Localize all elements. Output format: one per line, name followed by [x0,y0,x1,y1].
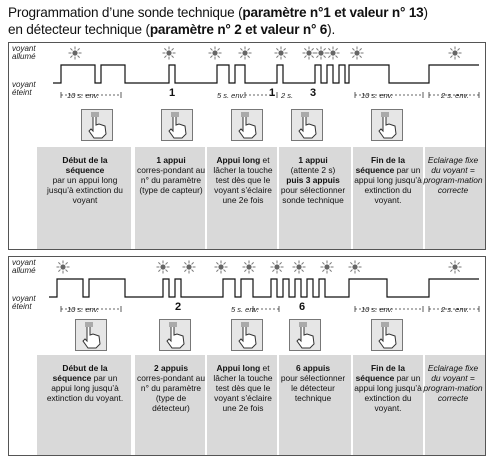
led-flash-icon [326,46,340,60]
page-title: Programmation d’une sonde technique (par… [8,4,488,38]
led-flash-icon [274,46,288,60]
step-column [279,147,351,249]
hand-press-icon [371,109,403,141]
time-label: 5 s. env. [231,305,259,314]
step-description: Appui long et lâcher la touche test dès … [213,363,273,413]
hand-press-icon [159,319,191,351]
hand-press-icon [231,319,263,351]
time-label: 2 s. [281,91,294,100]
duration-arrow [252,306,280,312]
led-flash-icon [56,260,70,274]
step-description: Fin de la séquence par un appui long jus… [354,363,422,413]
time-label: 10 s. env. [361,305,393,314]
duration-arrow [244,92,278,98]
time-label: 2 s. env. [441,305,469,314]
step-description: Eclairage fixe du voyant = program-matio… [423,363,483,403]
led-flash-icon [242,260,256,274]
time-label: 10 s. env. [67,305,99,314]
led-flash-icon [156,260,170,274]
press-count: 6 [299,301,306,313]
led-flash-icon [320,260,334,274]
hand-press-icon [161,109,193,141]
title-line-1: Programmation d’une sonde technique (par… [8,5,428,20]
led-flash-icon [214,260,228,274]
step-column [135,355,205,455]
duration-arrow [60,306,122,312]
press-count: 1 [269,87,276,99]
step-column [279,355,351,455]
hand-press-icon [81,109,113,141]
step-description: 1 appui(attente 2 s)puis 3 appuis pour s… [280,155,346,205]
hand-press-icon [371,319,403,351]
step-column [135,147,205,249]
duration-arrow [428,306,480,312]
led-flash-icon [68,46,82,60]
step-column [37,355,131,455]
step-column [37,147,131,249]
step-description: Eclairage fixe du voyant = program-matio… [423,155,483,195]
led-flash-icon [348,260,362,274]
step-column [425,147,485,249]
step-column [207,147,277,249]
led-flash-icon [208,46,222,60]
led-signal-line [49,278,479,298]
step-column [207,355,277,455]
led-flash-icon [182,260,196,274]
led-flash-icon [448,46,462,60]
led-flash-icon [302,46,316,60]
timing-diagram [37,260,485,455]
step-column [353,355,423,455]
step-column [353,147,423,249]
time-label: 10 s. env. [67,91,99,100]
led-flash-icon [270,260,284,274]
press-count: 3 [310,87,317,99]
led-flash-icon [292,260,306,274]
duration-arrow [354,306,424,312]
time-label: 5 s. env. [217,91,245,100]
led-flash-icon [448,260,462,274]
led-signal-line [53,64,479,84]
step-description: Appui long et lâcher la touche test dès … [213,155,273,205]
press-count: 2 [175,301,182,313]
duration-arrow [354,92,424,98]
time-label: 2 s. env. [441,91,469,100]
hand-press-icon [75,319,107,351]
step-description: Fin de la séquence par un appui long jus… [354,155,422,205]
title-line-2: en détecteur technique (paramètre n° 2 e… [8,22,336,37]
led-flash-icon [350,46,364,60]
timing-diagram [37,46,485,249]
hand-press-icon [289,319,321,351]
step-description: Début de la séquence par un appui long j… [46,363,124,403]
led-flash-icon [238,46,252,60]
hand-press-icon [291,109,323,141]
led-flash-icon [162,46,176,60]
duration-arrow [60,92,122,98]
step-column [425,355,485,455]
duration-arrow [428,92,480,98]
led-flash-icon [314,46,328,60]
time-label: 10 s. env. [361,91,393,100]
press-count: 1 [169,87,176,99]
hand-press-icon [231,109,263,141]
